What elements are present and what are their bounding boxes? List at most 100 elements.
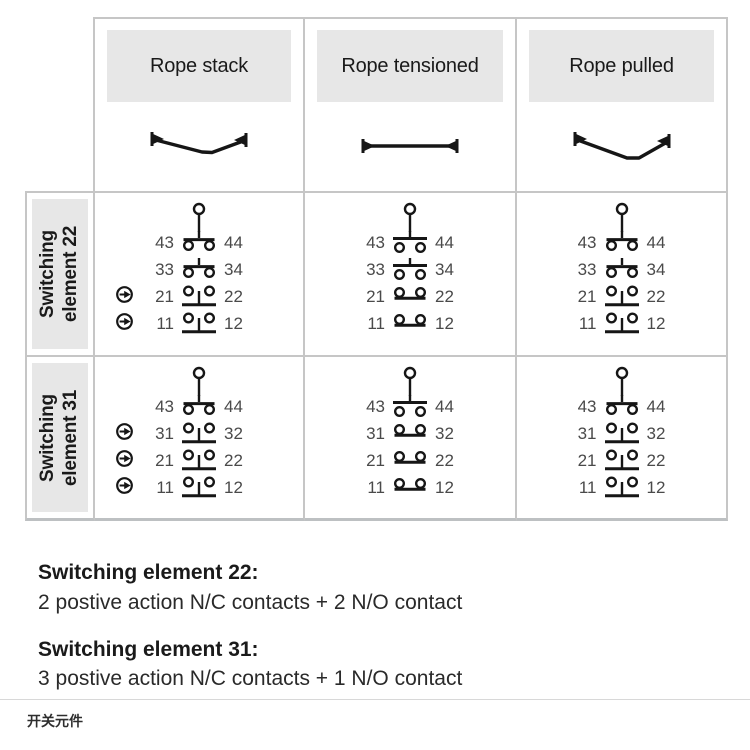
- note-element-22: Switching element 22: 2 postive action N…: [38, 558, 462, 618]
- positive-opening-arrow-icon: [115, 312, 134, 336]
- plunger-row: [326, 363, 494, 396]
- terminal-number-left: 31: [155, 423, 174, 443]
- plunger-actuator-icon: [179, 202, 219, 232]
- contact-row: 31 32: [538, 420, 706, 447]
- nc-open-contact-symbol: [602, 448, 642, 473]
- contact-row: 33 34: [538, 256, 706, 283]
- contact-row: 31 32: [326, 420, 494, 447]
- terminal-number-right: 22: [646, 450, 666, 470]
- terminal-number-left: 11: [156, 313, 174, 333]
- plunger-actuator-icon: [390, 366, 430, 396]
- nc-closed-contact-symbol: [390, 422, 430, 446]
- positive-opening-arrow-icon: [115, 285, 134, 309]
- contact-row: 43 44: [538, 229, 706, 256]
- terminal-number-right: 32: [646, 423, 666, 443]
- terminal-number-left: 43: [366, 232, 385, 252]
- column-header-slack: Rope stack: [95, 17, 305, 191]
- terminal-number-left: 33: [366, 259, 385, 279]
- plunger-row: [326, 199, 494, 232]
- terminal-number-left: 11: [367, 477, 385, 497]
- note-title: Switching element 22:: [38, 561, 259, 584]
- terminal-number-right: 44: [224, 396, 243, 416]
- positive-opening-arrow-icon: [115, 476, 134, 500]
- terminal-number-right: 44: [646, 396, 666, 416]
- terminal-number-left: 43: [155, 396, 174, 416]
- terminal-number-left: 43: [155, 232, 174, 252]
- nc-open-contact-symbol: [179, 311, 219, 336]
- note-title: Switching element 31:: [38, 637, 259, 661]
- contact-row: 21 22: [538, 283, 706, 310]
- no-closed-contact-symbol: [602, 230, 642, 255]
- terminal-number-right: 22: [224, 450, 243, 470]
- note-body: 2 postive action N/C contacts + 2 N/O co…: [38, 590, 463, 614]
- positive-opening-arrow-icon: [115, 422, 134, 446]
- note-body: 3 postive action N/C contacts + 1 N/O co…: [38, 667, 463, 691]
- column-title: Rope stack: [107, 30, 291, 102]
- terminal-number-left: 11: [367, 313, 385, 333]
- contact-diagram-cell: 43 44 33 34 21 22 11 12: [517, 191, 728, 355]
- plunger-actuator-icon: [390, 202, 430, 232]
- no-closed-contact-symbol: [179, 230, 219, 255]
- terminal-number-right: 44: [435, 396, 454, 416]
- nc-closed-contact-symbol: [390, 476, 430, 500]
- nc-closed-contact-symbol: [390, 312, 430, 336]
- terminal-number-right: 32: [435, 423, 454, 443]
- plunger-row: [115, 363, 283, 396]
- column-header-tensioned: Rope tensioned: [305, 17, 517, 191]
- nc-open-contact-symbol: [179, 284, 219, 309]
- terminal-number-right: 22: [646, 286, 666, 306]
- contact-row: 33 34: [326, 256, 494, 283]
- no-closed-contact-symbol: [179, 257, 219, 282]
- plunger-actuator-icon: [179, 366, 219, 396]
- contact-row: 11 12: [538, 310, 706, 337]
- terminal-number-left: 43: [366, 396, 385, 416]
- terminal-number-right: 44: [224, 232, 243, 252]
- terminal-number-left: 31: [366, 423, 385, 443]
- rope-pulled-icon: [567, 126, 677, 171]
- terminal-number-right: 44: [646, 232, 666, 252]
- nc-open-contact-symbol: [602, 284, 642, 309]
- terminal-number-right: 12: [646, 313, 666, 333]
- figure-caption: 开关元件: [27, 713, 83, 729]
- terminal-number-right: 34: [224, 259, 243, 279]
- terminal-number-right: 34: [435, 259, 454, 279]
- nc-closed-contact-symbol: [390, 285, 430, 309]
- terminal-number-left: 21: [366, 450, 385, 470]
- terminal-number-left: 33: [577, 259, 597, 279]
- plunger-actuator-icon: [602, 366, 642, 396]
- nc-closed-contact-symbol: [390, 449, 430, 473]
- terminal-number-right: 22: [224, 286, 243, 306]
- terminal-number-left: 21: [577, 286, 597, 306]
- terminal-number-left: 11: [156, 477, 174, 497]
- terminal-number-right: 12: [646, 477, 666, 497]
- contact-row: 43 44: [115, 393, 283, 420]
- plunger-actuator-icon: [602, 202, 642, 232]
- terminal-number-left: 43: [577, 232, 597, 252]
- terminal-number-right: 22: [435, 450, 454, 470]
- terminal-number-left: 11: [578, 313, 597, 333]
- terminal-number-right: 34: [646, 259, 666, 279]
- no-closed-contact-symbol: [602, 257, 642, 282]
- contact-row: 43 44: [115, 229, 283, 256]
- column-header-pulled: Rope pulled: [517, 17, 728, 191]
- terminal-number-left: 21: [577, 450, 597, 470]
- plunger-row: [538, 199, 706, 232]
- terminal-number-left: 31: [577, 423, 597, 443]
- note-element-31: Switching element 31: 3 postive action N…: [38, 635, 462, 695]
